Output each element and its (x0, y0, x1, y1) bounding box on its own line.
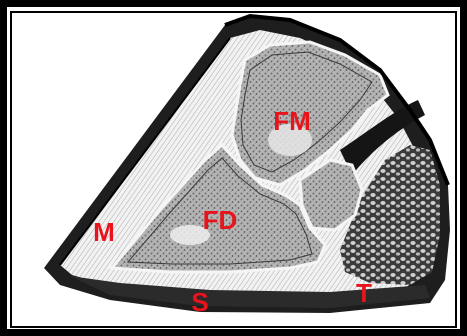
label-t: T (356, 278, 372, 308)
label-fm: FM (273, 106, 311, 136)
label-m: M (93, 217, 115, 247)
label-fd: FD (203, 205, 238, 235)
label-s: S (191, 287, 208, 317)
